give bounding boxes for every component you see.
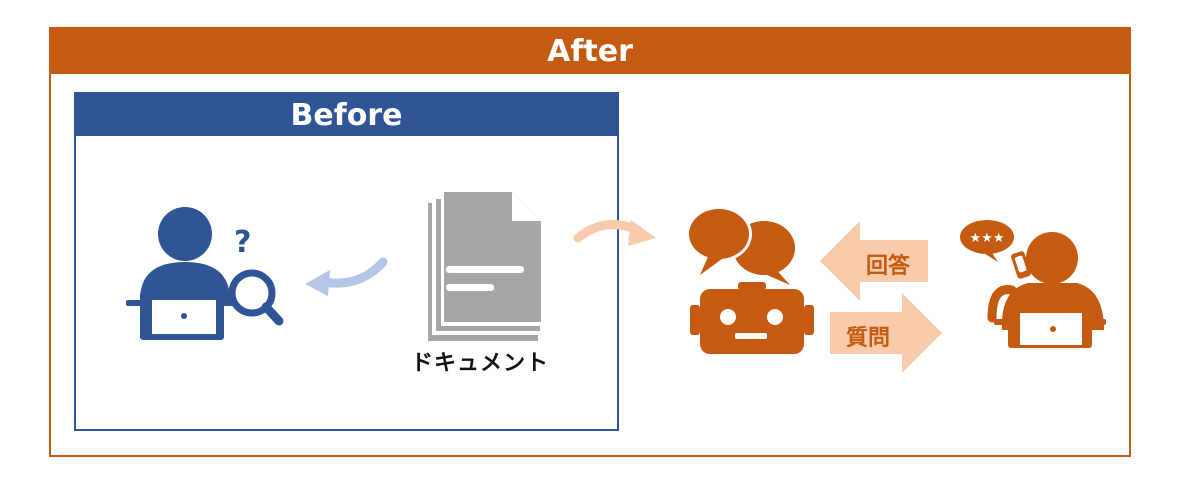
- person-phone-laptop-icon: [987, 232, 1106, 348]
- question-arrow: [830, 293, 942, 373]
- before-title: Before: [76, 94, 617, 136]
- after-title: After: [51, 29, 1129, 74]
- document-stack-icon: [428, 192, 545, 341]
- svg-text:★★★: ★★★: [970, 231, 1005, 246]
- rating-stars-icon: ★★★: [960, 220, 1014, 262]
- document-label: ドキュメント: [410, 351, 549, 376]
- svg-text:?: ?: [234, 225, 251, 260]
- curved-arrow-to-chatbot: [573, 220, 656, 246]
- answer-label: 回答: [866, 254, 911, 279]
- person-question-magnifier-icon: ?: [126, 207, 284, 340]
- answer-arrow: [820, 221, 928, 301]
- question-label: 質問: [846, 326, 891, 351]
- robot-icon: [690, 282, 814, 354]
- chat-bubbles-icon: [686, 206, 795, 285]
- after-panel: After: [49, 27, 1131, 457]
- curved-arrow-to-person: [305, 257, 388, 296]
